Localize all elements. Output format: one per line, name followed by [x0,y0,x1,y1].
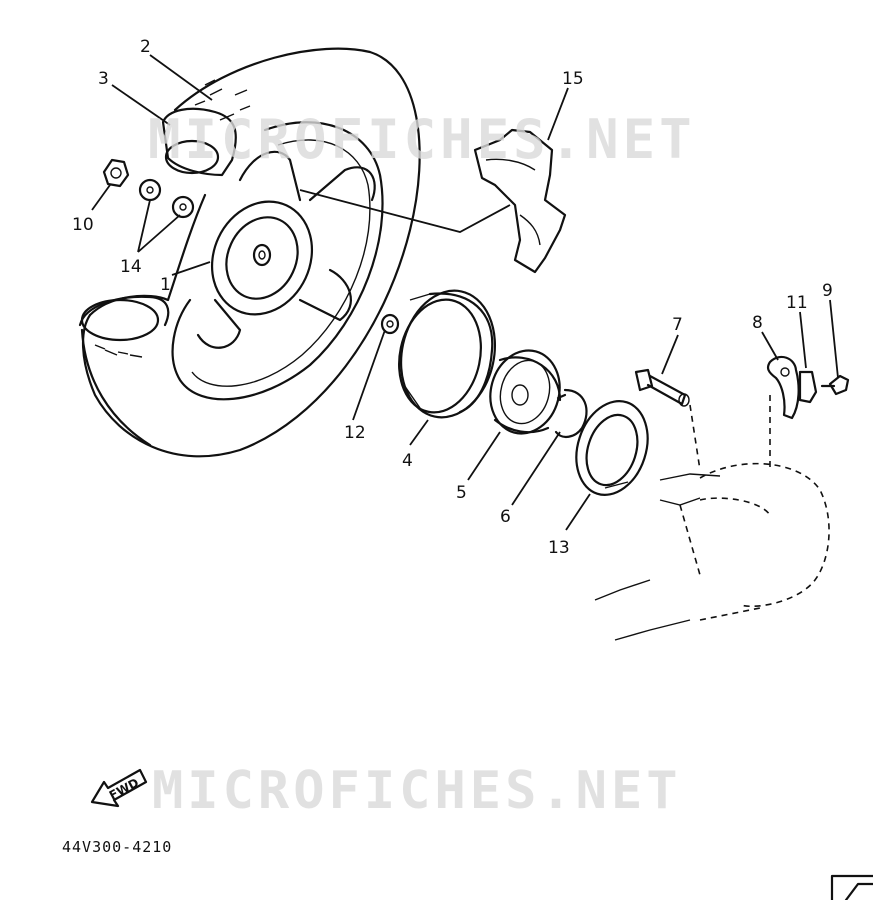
leader-lines [91,54,839,531]
camshaft-7 [634,368,701,471]
callout-15: 15 [562,69,584,89]
watermark-top: MICROFICHES.NET [148,108,696,171]
callout-10: 10 [72,215,94,235]
nut-and-washers [102,158,195,219]
tire-and-wheel [78,47,511,458]
callout-labels: 2 3 15 10 14 1 12 4 5 6 13 7 8 11 9 [72,37,833,558]
callout-9: 9 [822,281,833,301]
callout-2: 2 [140,37,151,57]
brake-shoes-5 [489,349,562,435]
callout-8: 8 [752,313,763,333]
engine-case-outline [594,462,830,641]
callout-5: 5 [456,483,467,503]
callout-4: 4 [402,451,413,471]
callout-12: 12 [344,423,366,443]
spring-clip-6 [554,388,588,438]
watermark-bottom: MICROFICHES.NET [152,761,682,821]
seal-plate-13 [575,400,649,496]
callout-6: 6 [500,507,511,527]
callout-11: 11 [786,293,808,313]
drawing-number: 44V300-4210 [62,838,173,856]
fwd-arrow-icon: FWD [90,768,148,808]
callout-13: 13 [548,538,570,558]
callout-7: 7 [672,315,683,335]
brake-shield-15 [473,128,567,274]
callout-3: 3 [98,69,109,89]
callout-1: 1 [160,275,171,295]
washer-12 [380,313,400,335]
callout-14: 14 [120,257,142,277]
cam-lever-8-11-9 [766,355,850,470]
page-marker-box [830,874,873,900]
brake-drum-4 [398,289,497,419]
